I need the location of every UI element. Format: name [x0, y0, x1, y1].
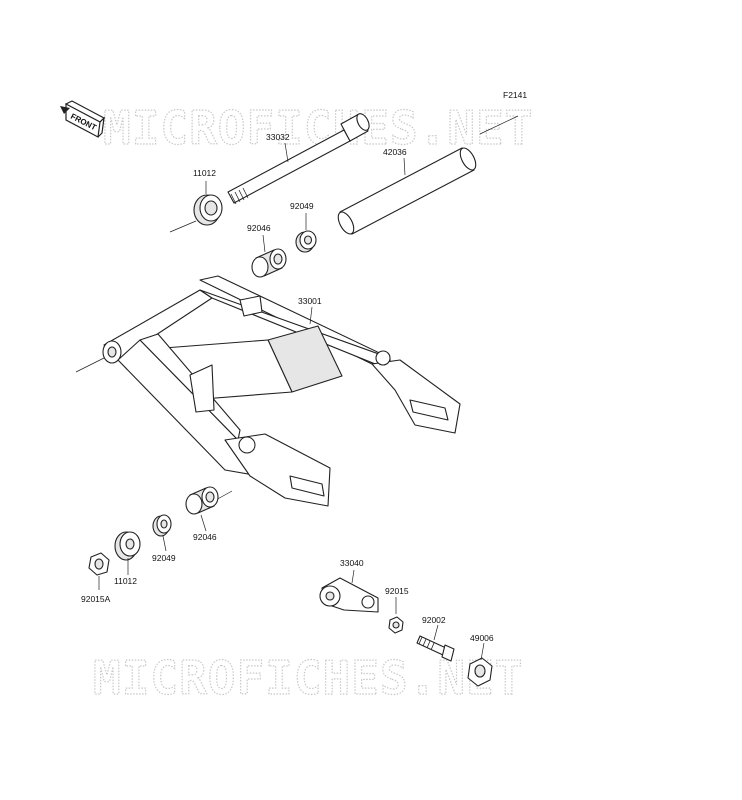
label-92049-bottom: 92049 [152, 553, 176, 563]
seal-92049-bottom[interactable] [152, 514, 172, 537]
label-11012-bottom: 11012 [114, 576, 137, 586]
oil-seal-11012-bottom[interactable] [114, 531, 141, 561]
label-49006: 49006 [470, 633, 494, 643]
label-92015a: 92015A [81, 594, 111, 604]
collar-pipe-42036[interactable] [335, 146, 479, 237]
bracket-33040[interactable] [319, 577, 379, 613]
needle-bearing-92046-bottom[interactable] [185, 486, 219, 515]
swing-arm-33001[interactable] [102, 275, 461, 507]
seal-92049-top[interactable] [295, 230, 317, 253]
label-42036: 42036 [383, 147, 407, 157]
bolt-92002[interactable] [416, 635, 455, 662]
front-arrow-icon: FRONT [60, 100, 105, 138]
nut-92015a[interactable] [88, 552, 110, 576]
label-92049-top: 92049 [290, 201, 314, 211]
label-11012-top: 11012 [193, 168, 216, 178]
label-92046-bottom: 92046 [193, 532, 217, 542]
figure-code: F2141 [503, 90, 527, 100]
nut-92015[interactable] [388, 616, 404, 634]
label-92046-top: 92046 [247, 223, 271, 233]
pivot-bolt-33032[interactable] [227, 112, 372, 205]
label-33040: 33040 [340, 558, 364, 568]
label-33001: 33001 [298, 296, 322, 306]
needle-bearing-92046-top[interactable] [251, 248, 287, 278]
watermark-bottom: MICROFICHES.NET [93, 651, 523, 705]
label-33032: 33032 [266, 132, 290, 142]
nut-49006[interactable] [467, 657, 493, 687]
oil-seal-11012-top[interactable] [193, 194, 223, 226]
label-92002: 92002 [422, 615, 446, 625]
label-92015: 92015 [385, 586, 409, 596]
